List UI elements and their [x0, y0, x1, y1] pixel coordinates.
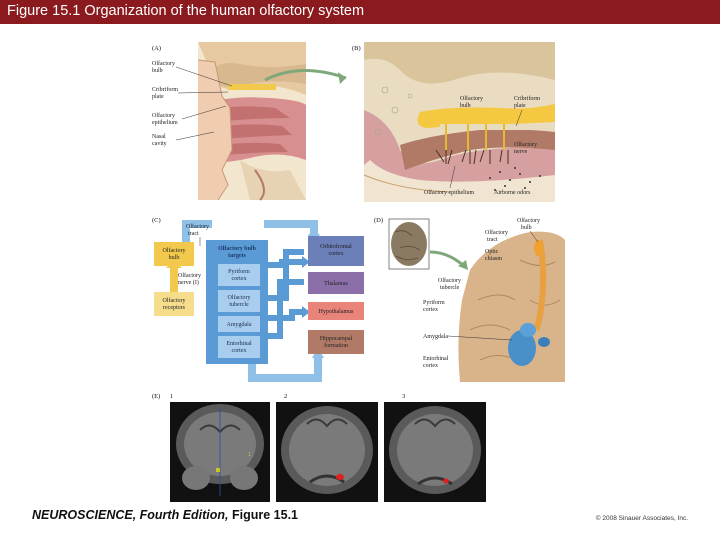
panel-a-label-nasal-cavity-1: Nasal	[152, 134, 166, 140]
box-target-pyriform	[218, 264, 260, 286]
panel-b-label-epithelium: Olfactory epithelium	[424, 189, 474, 196]
target-pyriform-line2: cortex	[232, 276, 247, 282]
panel-b-closeup-illustration	[363, 42, 555, 202]
box-olfactory-receptors-line1: Olfactory	[163, 297, 186, 304]
panel-b-label-nerve-1: Olfactory	[514, 141, 537, 148]
box-output-thalamus	[308, 272, 364, 294]
scan-number-2: 2	[284, 393, 287, 400]
output-thalamus: Thalamus	[324, 281, 348, 287]
flow-arrow-to-orbitofrontal-2	[264, 249, 304, 301]
panel-d-label-tubercle-2: tubercle	[440, 285, 460, 291]
panel-b: (B)	[352, 42, 555, 202]
footer-copyright: © 2008 Sinauer Associates, Inc.	[595, 515, 688, 522]
panel-d-label-entorhinal-1: Entorhinal	[423, 356, 449, 362]
panel-d-label-pyriform-1: Pyriform	[423, 299, 445, 306]
target-tubercle-line2: tubercle	[229, 302, 249, 308]
panel-a-label-nasal-cavity-2: cavity	[152, 141, 167, 147]
panel-d-brain-thumbnail	[388, 218, 430, 270]
panel-a-label: (A)	[152, 45, 161, 52]
flow-arrow-to-hypothalamus	[264, 309, 304, 321]
targets-title-line1: Olfactory bulb	[218, 246, 256, 252]
flow-arrow-to-thalamus-2	[264, 279, 304, 339]
panel-d-label-tubercle-1: Olfactory	[438, 277, 461, 284]
panel-a: (A) Olfactory bulb Cribriform plate Olfa…	[152, 42, 306, 201]
arrow-a-to-b	[264, 69, 347, 82]
flow-arrow-to-hippocampal	[248, 356, 322, 382]
target-pyriform-line1: Pyriform	[228, 268, 250, 275]
flow-arrow-to-thalamus	[264, 259, 304, 268]
box-output-orbitofrontal	[308, 236, 364, 266]
arrow-thumbnail-to-brain	[429, 250, 465, 268]
box-olfactory-bulb-line2: bulb	[169, 255, 180, 261]
slide-title: Figure 15.1 Organization of the human ol…	[7, 3, 365, 19]
panel-a-label-epithelium-1: Olfactory	[152, 112, 175, 119]
panel-d-label-entorhinal-2: cortex	[423, 363, 438, 369]
panel-e: (E) 1 2 3 1	[152, 393, 486, 502]
panel-b-label-cribriform-2: plate	[514, 103, 526, 109]
panel-d-label-tract-2: tract	[487, 237, 498, 243]
panel-d-label-pyriform-2: cortex	[423, 307, 438, 313]
mri-scan-3	[384, 402, 486, 502]
panel-a-label-cribriform-1: Cribriform	[152, 86, 178, 93]
box-output-hypothalamus	[308, 302, 364, 320]
target-tubercle-line1: Olfactory	[228, 294, 251, 301]
panel-b-label-nerve-2: nerve	[514, 149, 528, 155]
box-target-tubercle	[218, 290, 260, 312]
svg-text:1: 1	[248, 452, 251, 458]
mri-scan-2	[276, 402, 378, 502]
panel-c-label: (C)	[152, 217, 161, 224]
target-entorhinal-line1: Entorhinal	[226, 341, 252, 347]
panel-b-label-olfactory-bulb-1: Olfactory	[460, 95, 483, 102]
panel-a-label-epithelium-2: epithelium	[152, 120, 178, 126]
label-olfactory-nerve-2: nerve (I)	[178, 279, 199, 286]
scan-number-1: 1	[170, 393, 173, 400]
footer-figure-number: Figure 15.1	[232, 508, 299, 522]
output-hippocampal-line1: Hippocampal	[320, 336, 353, 342]
targets-title-line2: targets	[228, 253, 246, 259]
panel-d: (D) Olfactory bulb Olfactory tract Optic…	[374, 217, 565, 382]
target-amygdala: Amygdala	[227, 322, 252, 328]
output-hippocampal-line2: formation	[324, 342, 348, 349]
flow-arrow-bulb-to-targets	[182, 220, 212, 248]
panel-a-label-olfactory-bulb-2: bulb	[152, 68, 163, 74]
box-output-hippocampal	[308, 330, 364, 354]
box-target-entorhinal	[218, 336, 260, 358]
box-olfactory-bulb-line1: Olfactory	[163, 247, 186, 254]
box-olfactory-receptors-line2: receptors	[163, 305, 186, 311]
panel-a-head-illustration	[197, 42, 306, 201]
footer-book-title: NEUROSCIENCE, Fourth Edition,	[32, 508, 229, 522]
output-orbitofrontal-line1: Orbitofrontal	[320, 243, 352, 250]
scan-number-3: 3	[402, 393, 405, 400]
panel-d-label-bulb-1: Olfactory	[517, 217, 540, 224]
panel-a-label-olfactory-bulb-1: Olfactory	[152, 60, 175, 67]
panel-e-label: (E)	[152, 393, 160, 400]
panel-d-label: (D)	[374, 217, 383, 224]
panel-b-label-airborne-odors: Airborne odors	[494, 190, 531, 196]
panel-d-label-bulb-2: bulb	[521, 225, 532, 231]
label-olfactory-nerve-1: Olfactory	[178, 272, 201, 279]
panel-d-label-amygdala: Amygdala	[423, 334, 448, 340]
panel-d-label-tract-1: Olfactory	[485, 229, 508, 236]
panel-b-label: (B)	[352, 45, 361, 52]
output-orbitofrontal-line2: cortex	[329, 251, 344, 257]
box-olfactory-receptors	[154, 292, 194, 316]
panel-d-label-chiasm-2: chiasm	[485, 256, 502, 262]
target-entorhinal-line2: cortex	[232, 348, 247, 354]
output-hypothalamus: Hypothalamus	[319, 309, 355, 315]
panel-c: (C) Olfactory bulb Olfactory receptors O…	[152, 217, 364, 382]
box-target-amygdala	[218, 316, 260, 332]
panel-d-brain-illustration	[458, 231, 565, 382]
label-olfactory-tract-2: tract	[188, 231, 199, 237]
mri-scan-1: 1	[170, 402, 270, 502]
panel-b-label-cribriform-1: Cribriform	[514, 95, 540, 102]
panel-a-label-cribriform-2: plate	[152, 94, 164, 100]
panel-d-label-chiasm-1: Optic	[485, 249, 499, 255]
label-olfactory-tract-1: Olfactory	[186, 223, 209, 230]
flow-arrow-to-orbitofrontal	[264, 220, 318, 236]
title-bar	[0, 0, 720, 24]
footer-citation: NEUROSCIENCE, Fourth Edition, Figure 15.…	[32, 508, 298, 522]
panel-b-label-olfactory-bulb-2: bulb	[460, 103, 471, 109]
